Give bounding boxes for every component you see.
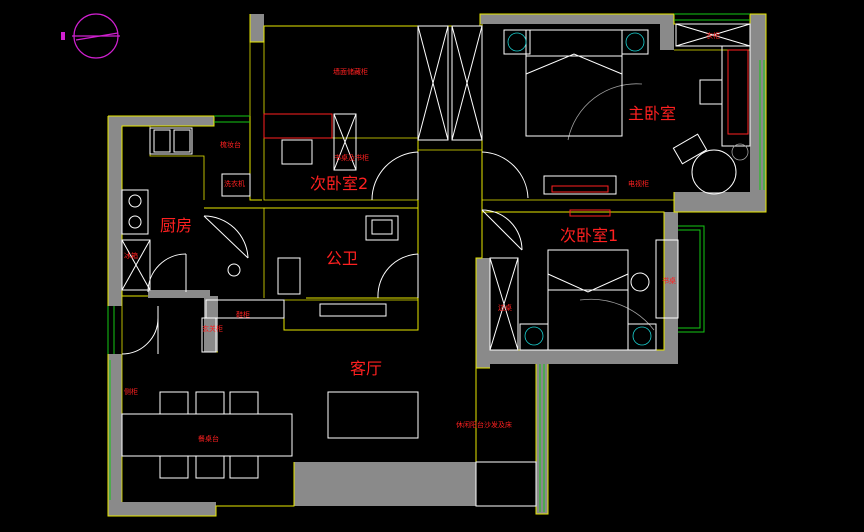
room-label-bathroom: 公卫 (326, 249, 358, 268)
windows (107, 13, 765, 512)
label-tv-cabinet: 电视柜 (628, 179, 649, 188)
room-label-master-bedroom: 主卧室 (628, 104, 676, 123)
label-study-desk: 书桌 (662, 276, 676, 285)
wall-structure (108, 14, 766, 516)
label-wall-cabinet: 墙面储藏柜 (333, 67, 368, 76)
label-side-table: 边桌 (498, 303, 512, 312)
label-dining-table: 餐桌台 (198, 434, 219, 443)
cabinets (121, 23, 751, 351)
label-entry-cabinet: 玄关柜 (202, 324, 223, 333)
wall-outlines (107, 13, 767, 517)
living-furniture (121, 317, 537, 507)
label-wardrobe: 衣柜 (706, 31, 720, 40)
bedroom-furniture (263, 29, 751, 351)
north-arrow-icon (61, 13, 120, 59)
label-side-cabinet: 侧柜 (124, 387, 138, 396)
bathroom-fixtures (205, 215, 399, 319)
label-dresser: 梳妆台 (220, 140, 241, 149)
label-desk-bookcase: 书桌及书柜 (334, 153, 369, 162)
label-bay-window-sofa: 休闲阳台沙发及床 (456, 420, 512, 429)
doors (121, 83, 655, 355)
room-label-kitchen: 厨房 (160, 216, 192, 235)
kitchen-fixtures (121, 127, 251, 235)
room-label-second-bedroom-2: 次卧室2 (310, 174, 368, 193)
label-fridge: 冰箱 (124, 251, 138, 260)
label-washer: 洗衣机 (224, 179, 245, 188)
room-label-second-bedroom-1: 次卧室1 (560, 226, 618, 245)
label-shoe-cabinet: 鞋柜 (236, 310, 250, 319)
room-label-living-room: 客厅 (350, 359, 382, 378)
